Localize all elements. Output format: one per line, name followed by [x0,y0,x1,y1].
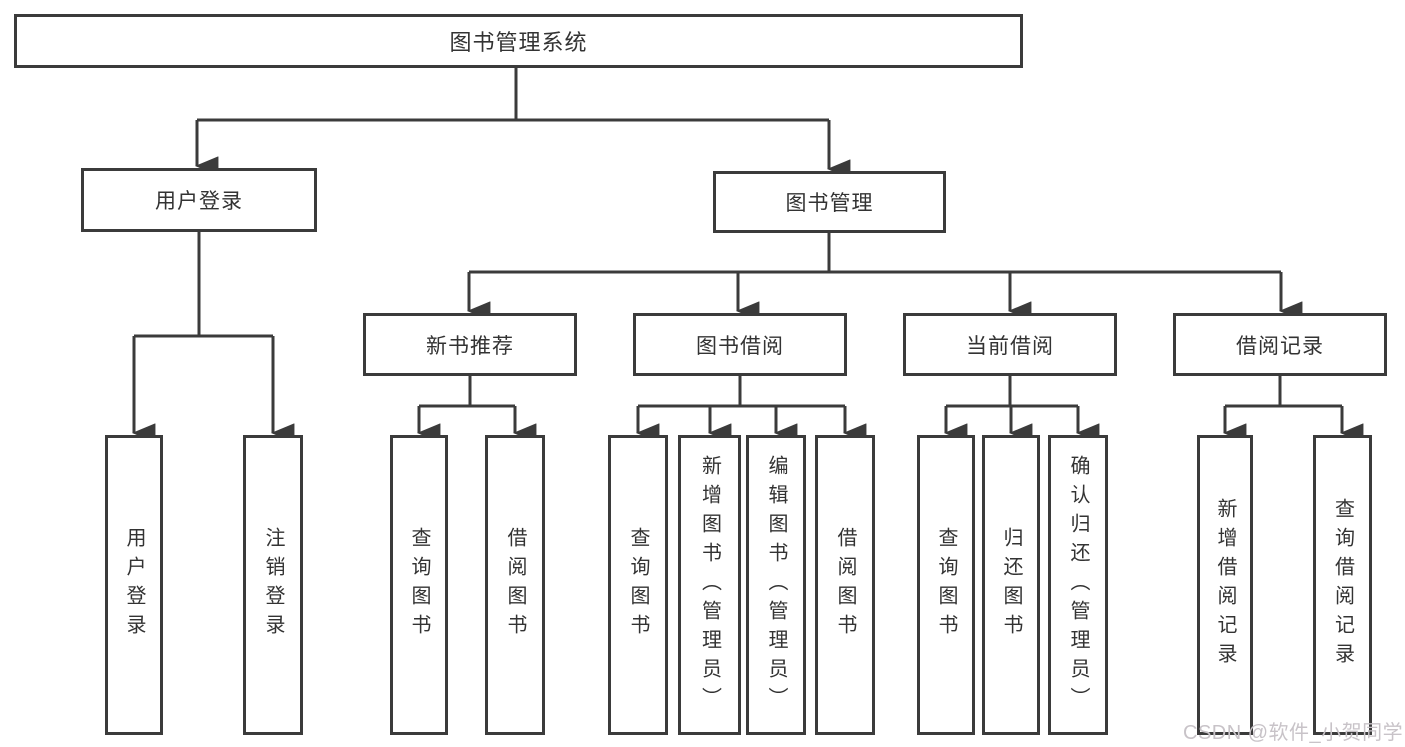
leaf-bb-borrow-books: 借阅图书 [815,435,875,735]
node-book-borrow: 图书借阅 [633,313,847,376]
leaf-bb-edit-books-admin: 编辑图书（管理员） [746,435,806,735]
node-current-borrow: 当前借阅 [903,313,1117,376]
leaf-logout-login: 注销登录 [243,435,303,735]
leaf-br-add-record: 新增借阅记录 [1197,435,1253,735]
node-book-management: 图书管理 [713,171,946,233]
node-root: 图书管理系统 [14,14,1023,68]
leaf-cb-return-books: 归还图书 [982,435,1040,735]
watermark: CSDN @软件_小贺同学 [1183,722,1404,744]
node-borrow-records: 借阅记录 [1173,313,1387,376]
leaf-cb-query-books: 查询图书 [917,435,975,735]
leaf-br-query-record: 查询借阅记录 [1313,435,1372,735]
leaf-cb-confirm-return-admin: 确认归还（管理员） [1048,435,1108,735]
node-user-login: 用户登录 [81,168,317,232]
leaf-nb-borrow-books: 借阅图书 [485,435,545,735]
node-new-book-recommend: 新书推荐 [363,313,577,376]
leaf-nb-query-books: 查询图书 [390,435,448,735]
leaf-bb-query-books: 查询图书 [608,435,668,735]
leaf-bb-add-books-admin: 新增图书（管理员） [678,435,741,735]
leaf-user-login: 用户登录 [105,435,163,735]
